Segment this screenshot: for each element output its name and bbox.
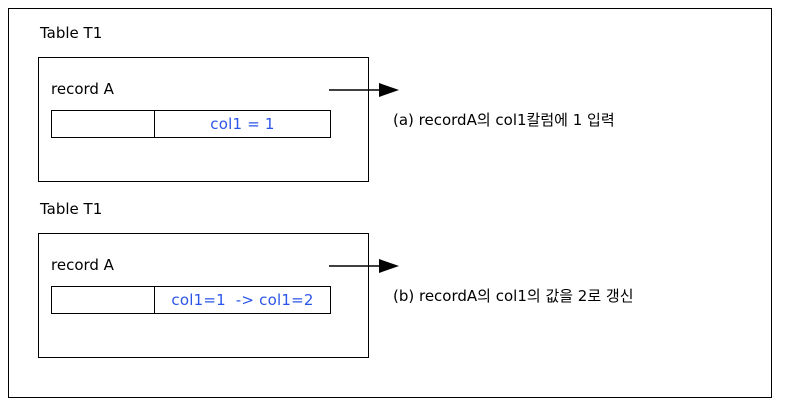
table-caption-b: Table T1	[40, 200, 103, 218]
record-row-a: col1 = 1	[51, 110, 331, 138]
record-cell-key-a	[52, 111, 155, 137]
table-box-b: record A col1=1 -> col1=2	[38, 233, 369, 358]
record-row-b: col1=1 -> col1=2	[51, 286, 331, 314]
record-cell-value-b: col1=1 -> col1=2	[171, 291, 314, 309]
annotation-a: (a) recordA의 col1칼럼에 1 입력	[393, 111, 615, 129]
record-cell-value-a: col1 = 1	[210, 115, 275, 133]
table-caption-a: Table T1	[40, 24, 103, 42]
record-label-a: record A	[51, 80, 114, 98]
table-box-a: record A col1 = 1	[38, 57, 369, 182]
record-cell-key-b	[52, 287, 155, 313]
annotation-b: (b) recordA의 col1의 값을 2로 갱신	[393, 287, 634, 305]
record-label-b: record A	[51, 256, 114, 274]
